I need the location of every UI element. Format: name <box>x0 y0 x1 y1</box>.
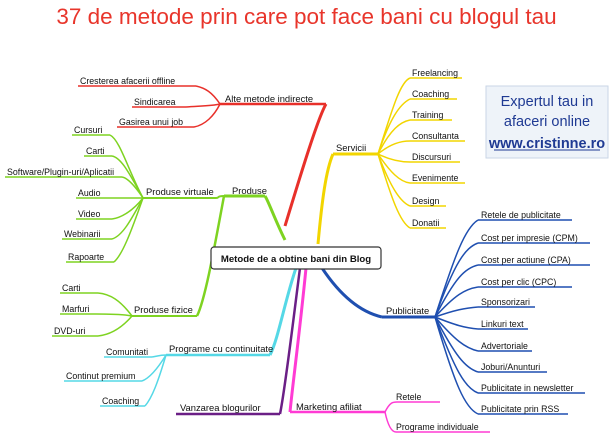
leaf-label: Marfuri <box>62 304 89 314</box>
promo-box: Expertul tau in afaceri online www.crist… <box>485 85 609 159</box>
leaf-label: Comunitati <box>106 347 148 357</box>
leaf-label: Cost per clic (CPC) <box>481 277 556 287</box>
branch-alte-metode: Alte metode indirecte Cresterea afacerii… <box>78 76 328 227</box>
leaf-label: Design <box>412 196 439 206</box>
sub-label-virtuale: Produse virtuale <box>146 186 214 197</box>
leaf-label: Advertoriale <box>481 341 528 351</box>
branch-label-servicii: Servicii <box>336 142 366 153</box>
leaf-label: Cost per impresie (CPM) <box>481 233 578 243</box>
leaf-label: Cost per actiune (CPA) <box>481 255 571 265</box>
center-node: Metode de a obtine bani din Blog <box>210 246 382 270</box>
leaf-label: Continut premium <box>66 371 135 381</box>
sub-label-fizice: Produse fizice <box>134 304 193 315</box>
leaf-label: Audio <box>78 188 101 198</box>
leaf-label: Publicitate prin RSS <box>481 404 559 414</box>
leaf-label: Software/Plugin-uri/Aplicatii <box>7 167 114 177</box>
branch-label-afiliat: Marketing afiliat <box>296 401 362 412</box>
leaf-label: Freelancing <box>412 68 458 78</box>
leaf-label: Sponsorizari <box>481 297 530 307</box>
leaf-label: Retele de publicitate <box>481 210 561 220</box>
leaf-label: Linkuri text <box>481 319 524 329</box>
branch-label-continuitate: Programe cu continuitate <box>169 343 273 354</box>
leaf-label: Publicitate in newsletter <box>481 383 573 393</box>
branch-label-vanzarea: Vanzarea blogurilor <box>180 402 261 413</box>
leaf-label: Gasirea unui job <box>119 117 183 127</box>
leaf-label: Carti <box>86 146 105 156</box>
promo-line-2: afaceri online <box>504 114 590 130</box>
leaf-label: Discursuri <box>412 152 451 162</box>
leaf-label: Cresterea afacerii offline <box>80 76 175 86</box>
page-title: 37 de metode prin care pot face bani cu … <box>56 4 557 29</box>
leaf-label: Coaching <box>412 89 449 99</box>
branch-label-produse: Produse <box>232 185 267 196</box>
leaf-label: Programe individuale <box>396 422 479 432</box>
branch-servicii: Servicii Freelancing Coaching Training C… <box>316 68 465 245</box>
branch-label-publicitate: Publicitate <box>386 305 429 316</box>
leaf-label: Rapoarte <box>68 252 104 262</box>
leaf-label: DVD-uri <box>54 326 85 336</box>
leaf-label: Coaching <box>102 396 139 406</box>
branch-vanzarea: Vanzarea blogurilor <box>176 267 302 416</box>
leaf-label: Carti <box>62 283 81 293</box>
leaf-label: Joburi/Anunturi <box>481 362 540 372</box>
leaf-label: Video <box>78 209 100 219</box>
leaf-label: Donatii <box>412 218 439 228</box>
branch-label-alte: Alte metode indirecte <box>225 93 313 104</box>
leaf-label: Webinarii <box>64 229 101 239</box>
leaf-label: Sindicarea <box>134 97 176 107</box>
leaf-label: Consultanta <box>412 131 459 141</box>
promo-line-1: Expertul tau in <box>501 94 594 110</box>
leaf-label: Cursuri <box>74 125 102 135</box>
leaf-label: Training <box>412 110 444 120</box>
branch-publicitate: Publicitate Retele de publicitate Cost p… <box>320 210 590 415</box>
leaf-label: Retele <box>396 392 422 402</box>
branch-afiliat: Marketing afiliat Retele Programe indivi… <box>288 267 490 433</box>
leaf-label: Evenimente <box>412 173 459 183</box>
promo-url: www.cristinne.ro <box>488 136 605 152</box>
branch-produse: Produse Produse virtuale Cursuri Carti S… <box>5 125 287 337</box>
center-label: Metode de a obtine bani din Blog <box>221 254 371 265</box>
branch-continuitate: Programe cu continuitate Comunitati Cont… <box>64 267 298 407</box>
